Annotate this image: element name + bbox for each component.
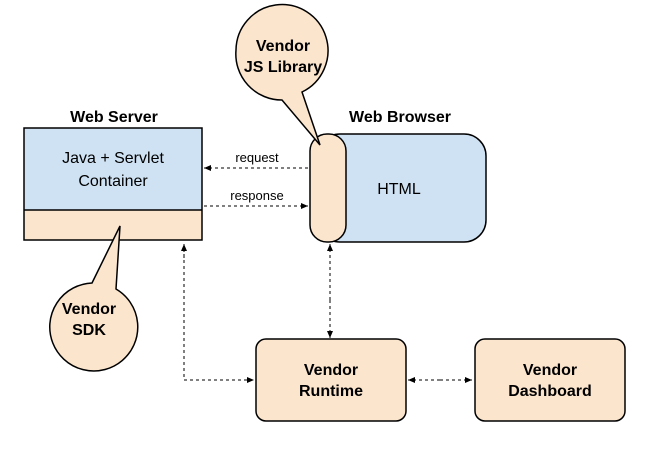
web-server-sdk-layer xyxy=(24,210,202,240)
vendor-js-line2: JS Library xyxy=(244,59,322,76)
web-browser-html-label: HTML xyxy=(377,181,421,198)
vendor-js-library-callout xyxy=(235,3,329,146)
web-server-line1: Java + Servlet xyxy=(62,150,164,167)
vendor-runtime-box xyxy=(255,338,407,422)
web-server-title: Web Server xyxy=(70,109,158,126)
request-label: request xyxy=(235,150,279,165)
vendor-dashboard-line1: Vendor xyxy=(523,362,577,379)
web-browser-title: Web Browser xyxy=(349,109,451,126)
server-runtime-connector xyxy=(183,248,254,383)
vendor-sdk-line1: Vendor xyxy=(62,301,116,318)
vendor-runtime-line2: Runtime xyxy=(299,383,363,400)
vendor-sdk-line2: SDK xyxy=(72,322,106,339)
vendor-js-library-pill xyxy=(309,133,347,243)
web-server-container xyxy=(24,128,202,210)
vendor-dashboard-box xyxy=(474,338,626,422)
vendor-runtime-line1: Vendor xyxy=(304,362,358,379)
vendor-dashboard-line2: Dashboard xyxy=(508,383,592,400)
web-server-line2: Container xyxy=(78,173,148,190)
vendor-sdk-callout xyxy=(49,225,139,372)
vendor-js-line1: Vendor xyxy=(256,38,310,55)
response-label: response xyxy=(230,188,283,203)
